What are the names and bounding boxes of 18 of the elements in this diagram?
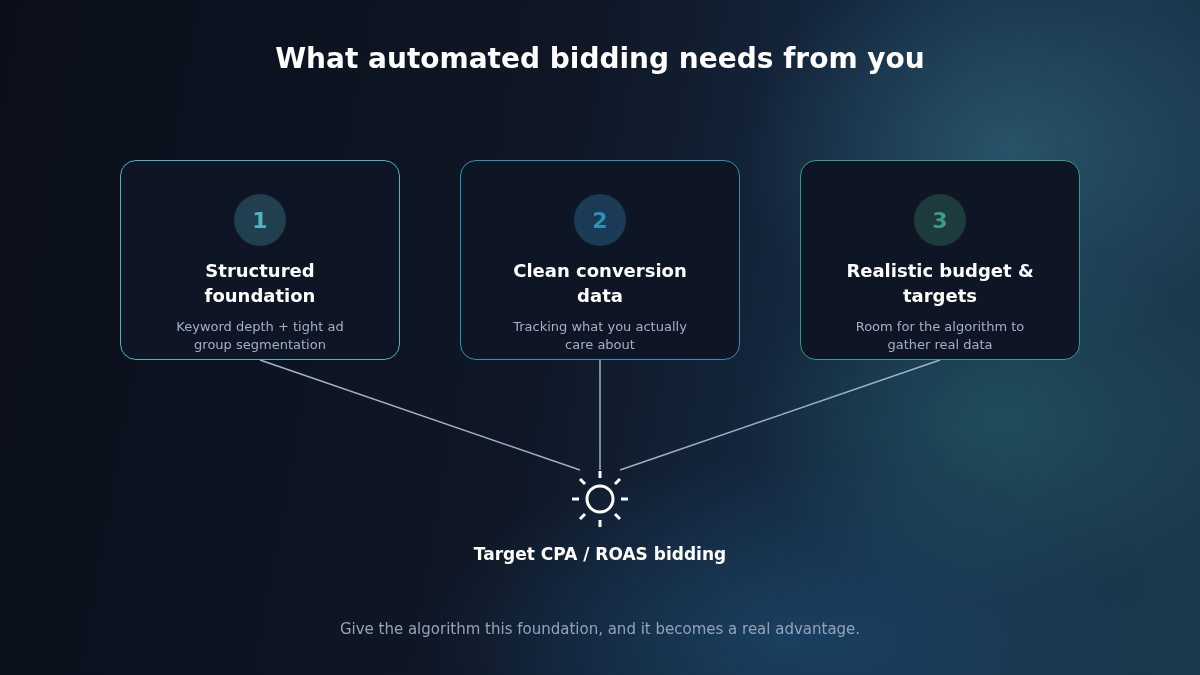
step-card bbox=[460, 160, 740, 360]
connector-line bbox=[599, 359, 601, 471]
step-description: Tracking what you actually care about bbox=[512, 318, 688, 354]
step-card bbox=[120, 160, 400, 360]
step-description: Room for the algorithm to gather real data bbox=[854, 318, 1026, 354]
step-card bbox=[800, 160, 1080, 360]
step-description: Keyword depth + tight ad group segmentation bbox=[175, 318, 345, 354]
step-heading: Clean conversion data bbox=[512, 259, 688, 308]
step-heading: Structured foundation bbox=[203, 259, 317, 308]
caption: Give the algorithm this foundation, and it becomes a real advantage. bbox=[339, 620, 861, 638]
hub-label: Target CPA / ROAS bidding bbox=[473, 544, 727, 564]
diagram-title: What automated bidding needs from you bbox=[275, 42, 925, 75]
step-number: 1 bbox=[234, 194, 286, 246]
connector-line bbox=[259, 359, 581, 471]
step-heading: Realistic budget & targets bbox=[845, 259, 1035, 308]
step-number: 2 bbox=[574, 194, 626, 246]
step-number: 3 bbox=[914, 194, 966, 246]
connector-line bbox=[619, 359, 941, 471]
